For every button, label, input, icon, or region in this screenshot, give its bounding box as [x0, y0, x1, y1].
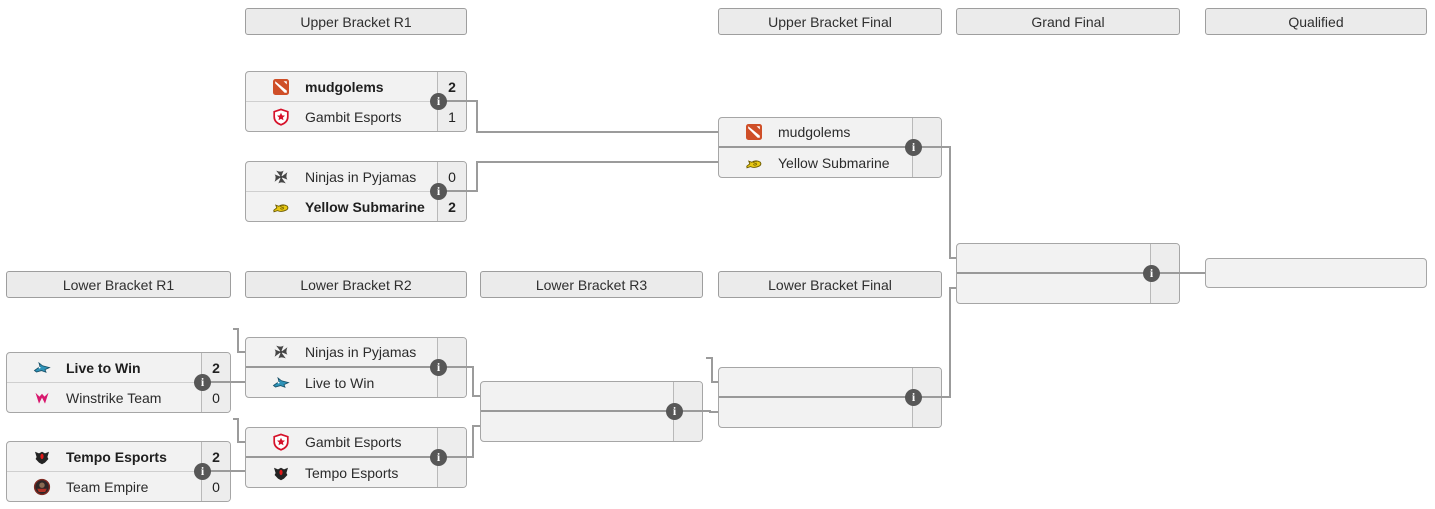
team-name: Live to Win: [66, 359, 141, 376]
connector-drop-in-lbr2m2: [233, 418, 245, 443]
header-grand-final: Grand Final: [956, 8, 1180, 35]
team-name: Gambit Esports: [305, 434, 402, 450]
team-name: Gambit Esports: [305, 108, 402, 125]
match-lower-r1-1: Live to Win 2 Winstrike Team 0 i: [6, 352, 231, 413]
team-name: mudgolems: [305, 78, 384, 95]
info-icon[interactable]: i: [1143, 265, 1160, 282]
match-upper-final: mudgolems S Yellow Submarine i: [718, 117, 942, 178]
svg-text:S: S: [753, 160, 758, 167]
info-icon[interactable]: i: [430, 449, 447, 466]
connector-ubr1m2-ubfinal: [439, 161, 718, 192]
header-lower-bracket-r3: Lower Bracket R3: [480, 271, 703, 298]
mudgolems-logo-icon: [272, 78, 290, 96]
header-upper-bracket-final: Upper Bracket Final: [718, 8, 942, 35]
team-empire-logo-icon: [33, 478, 51, 496]
team-name: Team Empire: [66, 478, 149, 495]
match-lower-r3: i: [480, 381, 703, 442]
team-score: [673, 382, 702, 410]
info-icon[interactable]: i: [430, 93, 447, 110]
match-upper-r1-1: mudgolems 2 Gambit Esports 1 i: [245, 71, 467, 132]
info-icon[interactable]: i: [905, 139, 922, 156]
team-name: Ninjas in Pyjamas: [305, 344, 417, 360]
mudgolems-logo-icon: [745, 123, 763, 141]
connector-ubr1m1-ubfinal: [439, 100, 718, 133]
tempo-esports-logo-icon: [272, 464, 290, 482]
match-lower-final: i: [718, 367, 942, 428]
team-row-tbd: [481, 382, 702, 412]
team-name: Tempo Esports: [66, 448, 167, 465]
team-name: mudgolems: [778, 124, 851, 140]
team-row-tempo-esports[interactable]: Tempo Esports: [246, 458, 466, 487]
team-name: Yellow Submarine: [778, 154, 890, 171]
yellow-submarine-logo-icon: S: [272, 198, 290, 216]
info-icon[interactable]: i: [666, 403, 683, 420]
match-grand-final: i: [956, 243, 1180, 304]
info-icon[interactable]: i: [194, 463, 211, 480]
match-lower-r2-2: Gambit Esports Tempo Esports i: [245, 427, 467, 488]
tempo-esports-logo-icon: [33, 448, 51, 466]
match-upper-r1-2: Ninjas in Pyjamas 0 S Yellow Submarine 2…: [245, 161, 467, 222]
header-lower-bracket-final: Lower Bracket Final: [718, 271, 942, 298]
gambit-esports-logo-icon: [272, 108, 290, 126]
team-row-team-empire[interactable]: Team Empire 0: [7, 472, 230, 501]
team-name: Winstrike Team: [66, 389, 162, 406]
info-icon[interactable]: i: [430, 183, 447, 200]
gambit-esports-logo-icon: [272, 433, 290, 451]
match-lower-r1-2: Tempo Esports 2 Team Empire 0 i: [6, 441, 231, 502]
team-row-mudgolems[interactable]: mudgolems: [719, 118, 941, 148]
team-row-tempo-esports[interactable]: Tempo Esports 2: [7, 442, 230, 472]
header-qualified: Qualified: [1205, 8, 1427, 35]
slot-qualified: [1205, 258, 1427, 288]
team-name: Tempo Esports: [305, 464, 399, 481]
header-upper-bracket-r1: Upper Bracket R1: [245, 8, 467, 35]
team-name: Yellow Submarine: [305, 198, 425, 215]
yellow-submarine-logo-icon: S: [745, 154, 763, 172]
team-score: 0: [201, 472, 230, 501]
connector-drop-in-lbfinal: [706, 357, 718, 383]
qualified-team-row: [1206, 259, 1426, 287]
header-lower-bracket-r1: Lower Bracket R1: [6, 271, 231, 298]
svg-text:S: S: [280, 204, 285, 211]
info-icon[interactable]: i: [194, 374, 211, 391]
ninjas-in-pyjamas-logo-icon: [272, 168, 290, 186]
connector-drop-in-lbr2m1: [233, 328, 245, 353]
header-lower-bracket-r2: Lower Bracket R2: [245, 271, 467, 298]
info-icon[interactable]: i: [430, 359, 447, 376]
live-to-win-logo-icon: [33, 359, 51, 377]
info-icon[interactable]: i: [905, 389, 922, 406]
live-to-win-logo-icon: [272, 374, 290, 392]
team-row-live-to-win[interactable]: Live to Win 2: [7, 353, 230, 383]
match-lower-r2-1: Ninjas in Pyjamas Live to Win i: [245, 337, 467, 398]
ninjas-in-pyjamas-logo-icon: [272, 343, 290, 361]
winstrike-team-logo-icon: [33, 389, 51, 407]
team-name: Ninjas in Pyjamas: [305, 168, 417, 185]
team-name: Live to Win: [305, 374, 375, 391]
